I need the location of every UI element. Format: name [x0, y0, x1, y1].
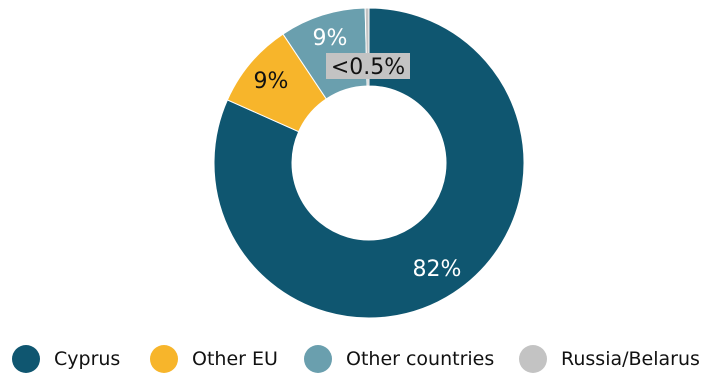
- legend-swatch-other-eu: [150, 345, 178, 373]
- slice-label-other-eu: 9%: [254, 69, 289, 94]
- legend-item-russia-belarus: Russia/Belarus: [519, 342, 700, 376]
- legend: Cyprus Other EU Other countries Russia/B…: [0, 342, 705, 376]
- legend-item-cyprus: Cyprus: [12, 342, 120, 376]
- legend-swatch-russia-belarus: [519, 345, 547, 373]
- slice-cyprus: [213, 7, 525, 319]
- legend-label-other-countries: Other countries: [346, 348, 495, 370]
- legend-item-other-eu: Other EU: [150, 342, 278, 376]
- slice-labels: 82% 9% 9% <0.5%: [254, 26, 462, 282]
- slice-label-cyprus: 82%: [413, 257, 462, 282]
- legend-swatch-other-countries: [304, 345, 332, 373]
- legend-label-other-eu: Other EU: [192, 348, 278, 370]
- legend-label-cyprus: Cyprus: [54, 348, 121, 370]
- slice-label-other-countries: 9%: [313, 26, 348, 51]
- legend-swatch-cyprus: [12, 345, 40, 373]
- donut-chart: 82% 9% 9% <0.5%: [213, 7, 525, 319]
- legend-item-other-countries: Other countries: [304, 342, 494, 376]
- slice-label-box-russia-belarus: [326, 53, 410, 79]
- legend-label-russia-belarus: Russia/Belarus: [561, 348, 700, 370]
- slice-label-russia-belarus: <0.5%: [331, 55, 405, 80]
